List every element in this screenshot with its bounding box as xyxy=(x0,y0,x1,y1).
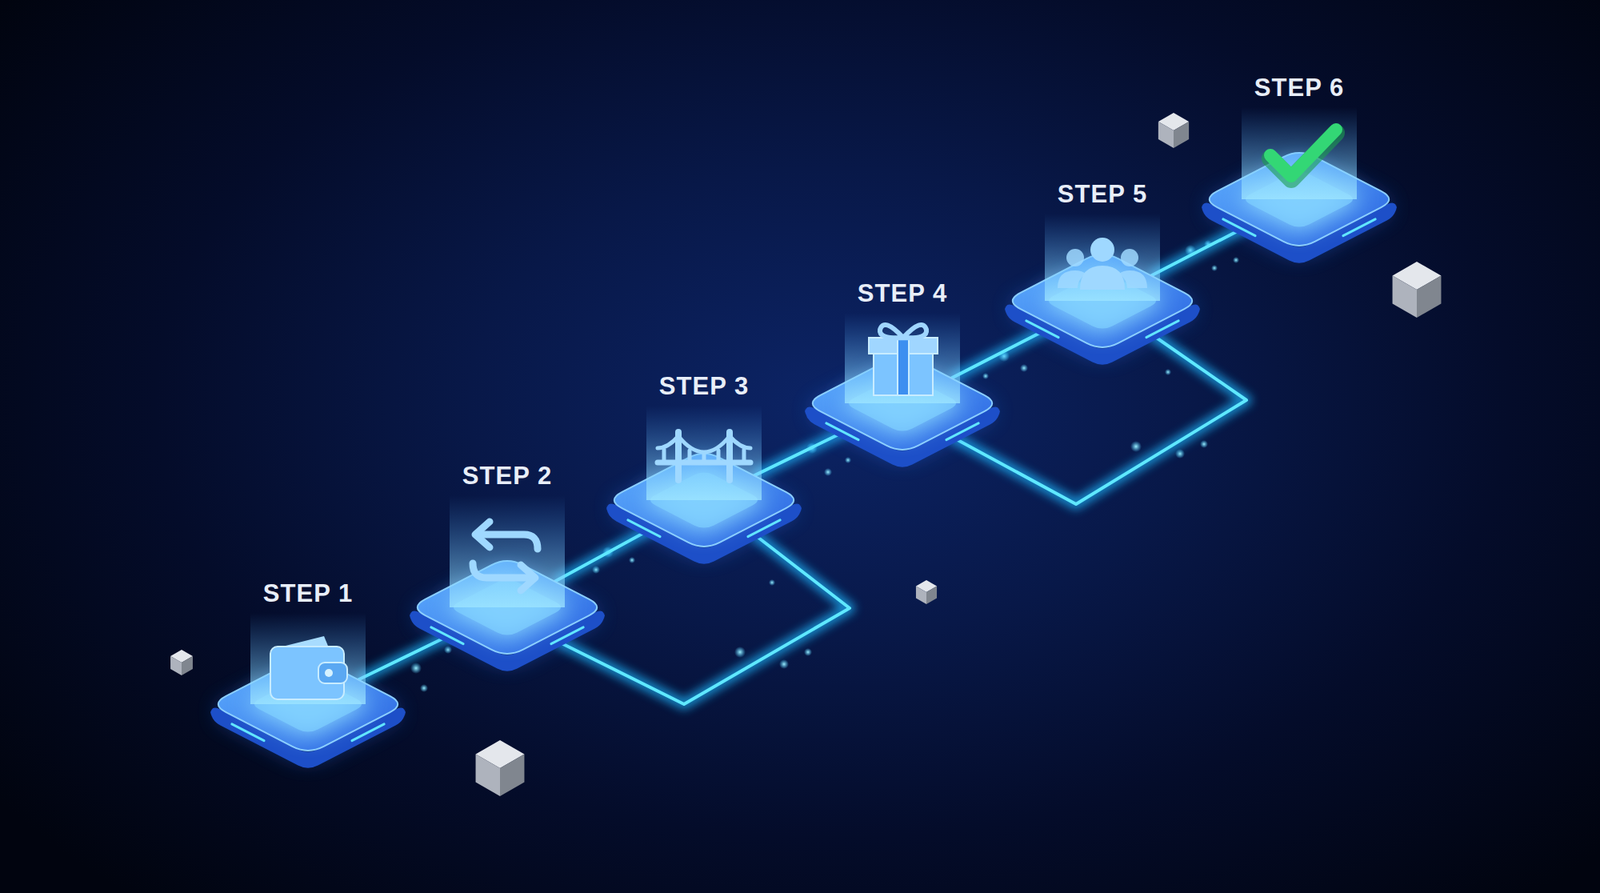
platform-shape xyxy=(596,370,812,576)
platform-shape xyxy=(1191,72,1408,276)
step-label: STEP 2 xyxy=(399,460,616,492)
platform-shape xyxy=(994,178,1211,377)
platform-shape xyxy=(200,577,416,780)
platform-shape xyxy=(794,277,1011,480)
connector-glow xyxy=(554,525,656,581)
cube-decor xyxy=(170,112,1441,796)
step-platform: STEP 1 xyxy=(200,577,416,780)
step-platform: STEP 4 xyxy=(794,277,1011,480)
step-platform: STEP 6 xyxy=(1191,72,1408,276)
step-platform: STEP 5 xyxy=(994,178,1211,377)
platform-shape xyxy=(399,460,616,684)
step-platform: STEP 2 xyxy=(399,460,616,684)
step-label: STEP 6 xyxy=(1191,72,1408,104)
step-label: STEP 5 xyxy=(994,178,1211,211)
step-platform: STEP 3 xyxy=(596,370,812,576)
step-label: STEP 1 xyxy=(200,577,416,610)
connector-line xyxy=(554,525,656,581)
step-label: STEP 3 xyxy=(596,370,812,403)
glow-connector xyxy=(554,525,656,581)
step-label: STEP 4 xyxy=(794,277,1011,310)
